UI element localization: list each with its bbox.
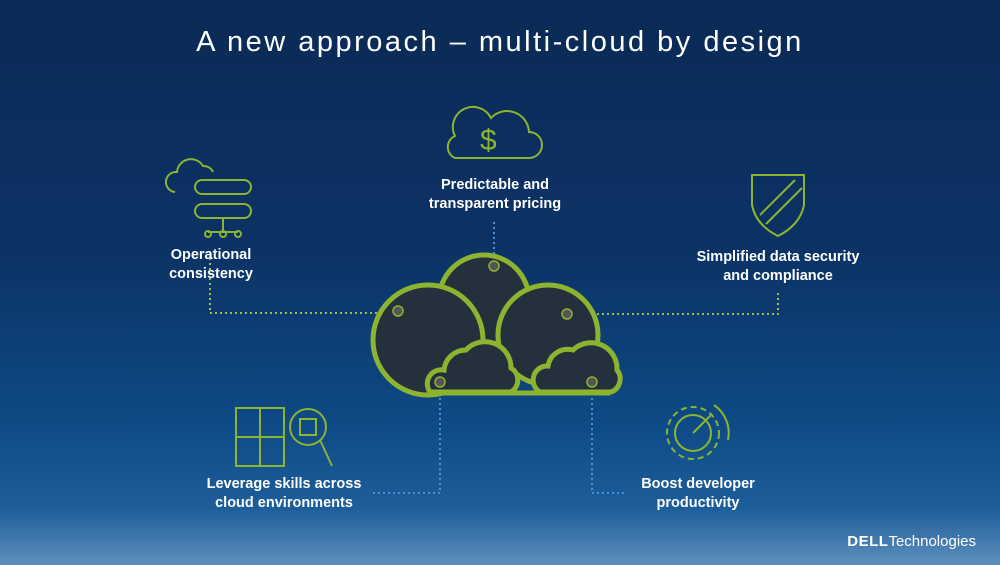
label-line: Simplified data security bbox=[696, 249, 860, 265]
label-line: Operational bbox=[170, 247, 252, 263]
label-line: productivity bbox=[656, 495, 740, 511]
puzzle-magnifier-icon bbox=[235, 407, 333, 467]
logo-brand: DELL bbox=[847, 533, 889, 550]
label-line: Boost developer bbox=[641, 476, 755, 492]
label-skills: Leverage skills across cloud environments bbox=[154, 475, 414, 513]
label-line: Predictable and bbox=[441, 177, 549, 193]
central-cloud bbox=[370, 252, 623, 398]
cloud-dollar-icon: $ bbox=[446, 105, 543, 159]
label-line: cloud environments bbox=[215, 495, 353, 511]
label-pricing: Predictable and transparent pricing bbox=[365, 176, 625, 214]
dell-technologies-logo: DELLTechnologies bbox=[847, 533, 976, 550]
slide-title: A new approach – multi-cloud by design bbox=[196, 26, 804, 58]
gear-gauge-icon bbox=[666, 404, 730, 460]
label-operational-consistency: Operational consistency bbox=[81, 246, 341, 284]
logo-suffix: Technologies bbox=[888, 533, 976, 550]
svg-text:$: $ bbox=[480, 124, 497, 157]
label-productivity: Boost developer productivity bbox=[568, 475, 828, 513]
connector-productivity bbox=[591, 383, 625, 494]
label-line: consistency bbox=[169, 266, 253, 282]
label-line: and compliance bbox=[723, 268, 833, 284]
connector-operational bbox=[209, 258, 398, 314]
label-security: Simplified data security and compliance bbox=[648, 248, 908, 286]
cloud-server-icon bbox=[165, 158, 252, 238]
label-line: transparent pricing bbox=[428, 196, 562, 212]
shield-icon bbox=[751, 174, 805, 238]
label-line: Leverage skills across bbox=[206, 476, 362, 492]
connector-security bbox=[567, 290, 779, 315]
connector-skills bbox=[372, 383, 441, 494]
